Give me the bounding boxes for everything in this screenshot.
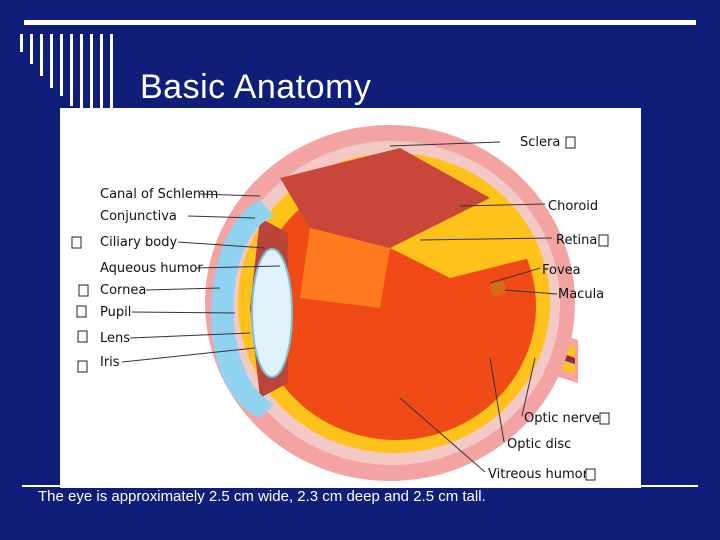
label-optic-nerve: Optic nerve	[524, 411, 600, 426]
slide-caption: The eye is approximately 2.5 cm wide, 2.…	[38, 488, 486, 505]
label-optic-disc: Optic disc	[507, 437, 571, 452]
label-retina: Retina	[556, 233, 597, 248]
label-pupil: Pupil	[100, 305, 131, 320]
label-ciliary-body: Ciliary body	[100, 235, 178, 250]
slide-title: Basic Anatomy	[140, 68, 371, 107]
bottom-rule	[22, 485, 698, 487]
label-lens: Lens	[100, 331, 130, 346]
eye-diagram: Canal of Schlemm Conjunctiva Ciliary bod…	[60, 108, 641, 488]
eye-diagram-svg: Canal of Schlemm Conjunctiva Ciliary bod…	[60, 108, 641, 488]
label-cornea: Cornea	[100, 283, 146, 298]
label-choroid: Choroid	[548, 199, 598, 214]
lens-shape	[252, 249, 292, 377]
label-fovea: Fovea	[542, 263, 581, 278]
top-rule	[24, 20, 696, 25]
label-iris: Iris	[100, 355, 120, 370]
label-sclera: Sclera	[520, 135, 560, 150]
label-conjunctiva: Conjunctiva	[100, 209, 177, 224]
label-vitreous-humor: Vitreous humor	[488, 467, 589, 482]
label-canal-of-schlemm: Canal of Schlemm	[100, 187, 218, 202]
label-aqueous-humor: Aqueous humor	[100, 261, 203, 276]
label-macula: Macula	[558, 287, 604, 302]
